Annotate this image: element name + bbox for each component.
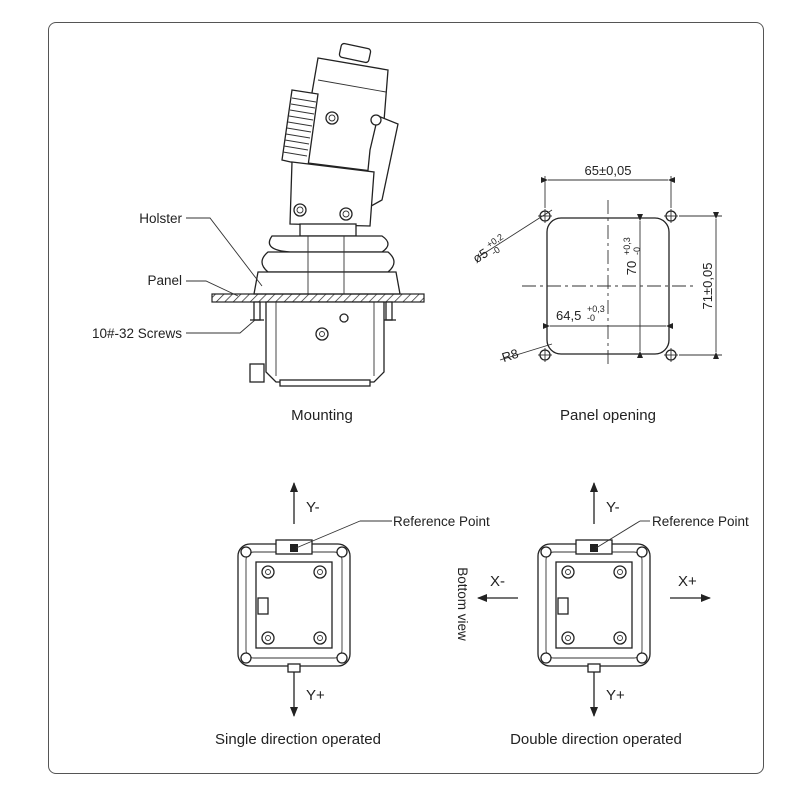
x-minus-label: X- — [490, 573, 505, 590]
panel-opening-caption: Panel opening — [560, 407, 656, 424]
y-minus-label: Y- — [306, 499, 320, 516]
panel-opening-view: 65±0,05 71±0,05 70 +0,3 -0 64,5 +0,3 -0 … — [470, 163, 722, 424]
screws-label: 10#-32 Screws — [92, 326, 182, 341]
bottom-view-double: Y- X- X+ Y+ Reference Point Double direc… — [477, 482, 749, 748]
dim-inner-height: 70 — [624, 261, 639, 275]
dim-inner-width: 64,5 — [556, 308, 581, 323]
reference-point-label: Reference Point — [652, 514, 749, 529]
mounting-view: Holster Panel 10#-32 Screws Mounting — [92, 42, 425, 424]
y-plus-label: Y+ — [306, 687, 325, 704]
y-minus-label: Y- — [606, 499, 620, 516]
reference-point-label: Reference Point — [393, 514, 490, 529]
single-caption: Single direction operated — [215, 731, 381, 748]
dim-inner-width-tol-plus: +0,3 — [587, 304, 605, 314]
dim-inner-height-tol-minus: -0 — [632, 247, 642, 255]
x-plus-label: X+ — [678, 573, 697, 590]
bottom-view-label: Bottom view — [455, 567, 470, 641]
mounting-caption: Mounting — [291, 407, 353, 424]
y-plus-label: Y+ — [606, 687, 625, 704]
dim-inner-height-tol-plus: +0,3 — [622, 237, 632, 255]
dim-radius: R8 — [500, 346, 520, 365]
dim-width: 65±0,05 — [585, 163, 632, 178]
bottom-view-single: Y- Y+ Reference Point Single direction o… — [215, 482, 490, 748]
dim-hole: ø5 — [470, 245, 491, 266]
drawing-frame — [48, 22, 764, 774]
dim-height: 71±0,05 — [700, 263, 715, 310]
holster-label: Holster — [139, 211, 182, 226]
panel-label: Panel — [147, 273, 182, 288]
double-caption: Double direction operated — [510, 731, 682, 748]
dim-inner-width-tol-minus: -0 — [587, 313, 595, 323]
